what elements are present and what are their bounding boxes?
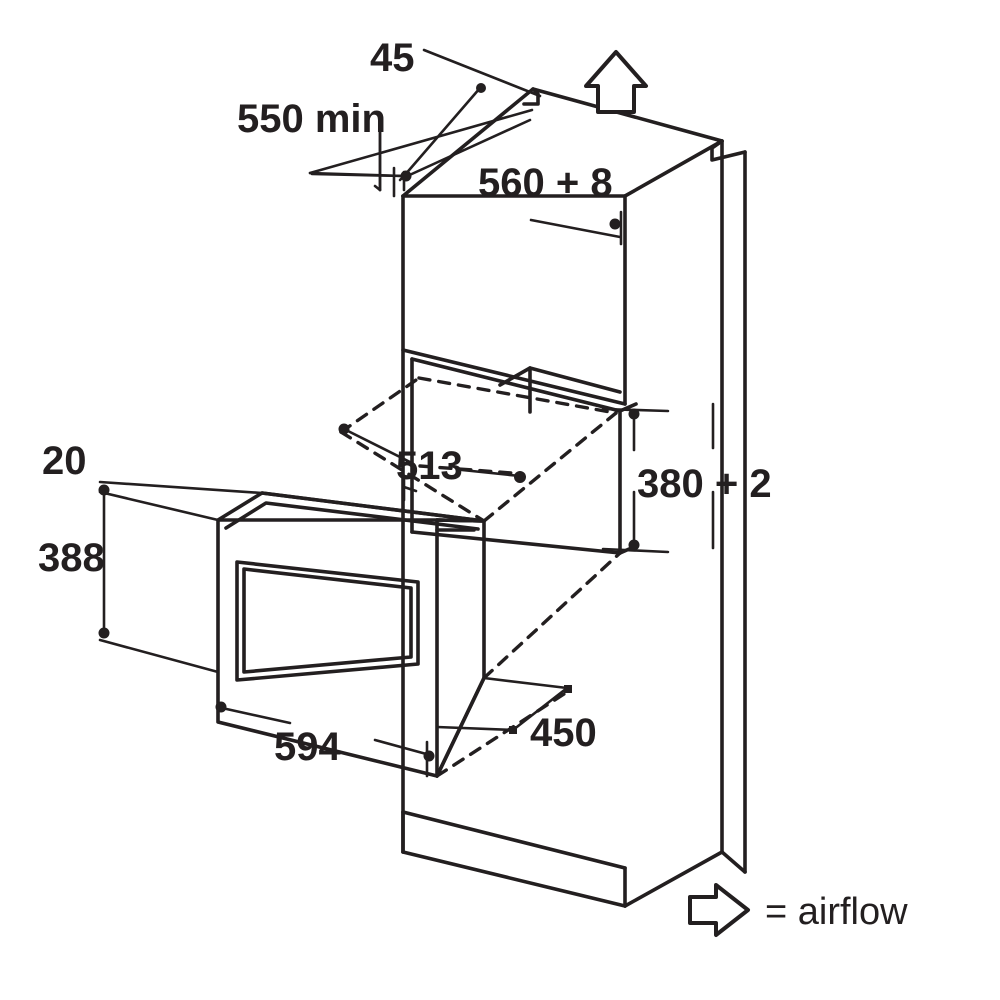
- dimension-450: 450: [530, 711, 597, 755]
- dimension-560-8: 560 + 8: [478, 161, 613, 205]
- cabinet-right-panel: [710, 139, 747, 874]
- dim-388-leader: [98, 490, 220, 674]
- airflow-legend-label: = airflow: [765, 891, 908, 933]
- dimension-594: 594: [274, 725, 341, 769]
- dimension-513: 513: [396, 444, 463, 488]
- dimension-380-2: 380 + 2: [637, 462, 772, 506]
- cabinet-plinth: [401, 810, 724, 908]
- dim-45-leader: [398, 48, 542, 192]
- dim-380-leader: [601, 402, 715, 554]
- dim-594-leader: [215, 693, 435, 778]
- airflow-arrow-right-icon: [688, 883, 750, 937]
- dim-513-leader: [338, 423, 526, 502]
- appliance-door-window: [235, 560, 420, 682]
- cabinet-top-face: [401, 87, 724, 198]
- cabinet-niche-inner: [498, 366, 622, 414]
- dimension-45: 45: [370, 36, 415, 80]
- airflow-arrow-up-icon: [584, 50, 648, 114]
- dim-560-leader: [392, 118, 623, 246]
- dimension-550-min: 550 min: [237, 97, 386, 141]
- dim-20-leader: [98, 480, 264, 522]
- dim-450-leader: [435, 676, 572, 734]
- dimension-20: 20: [42, 439, 87, 483]
- dimension-388: 388: [38, 536, 105, 580]
- dim-550min-ticks: [308, 118, 406, 192]
- cabinet-left-panel: [401, 194, 627, 854]
